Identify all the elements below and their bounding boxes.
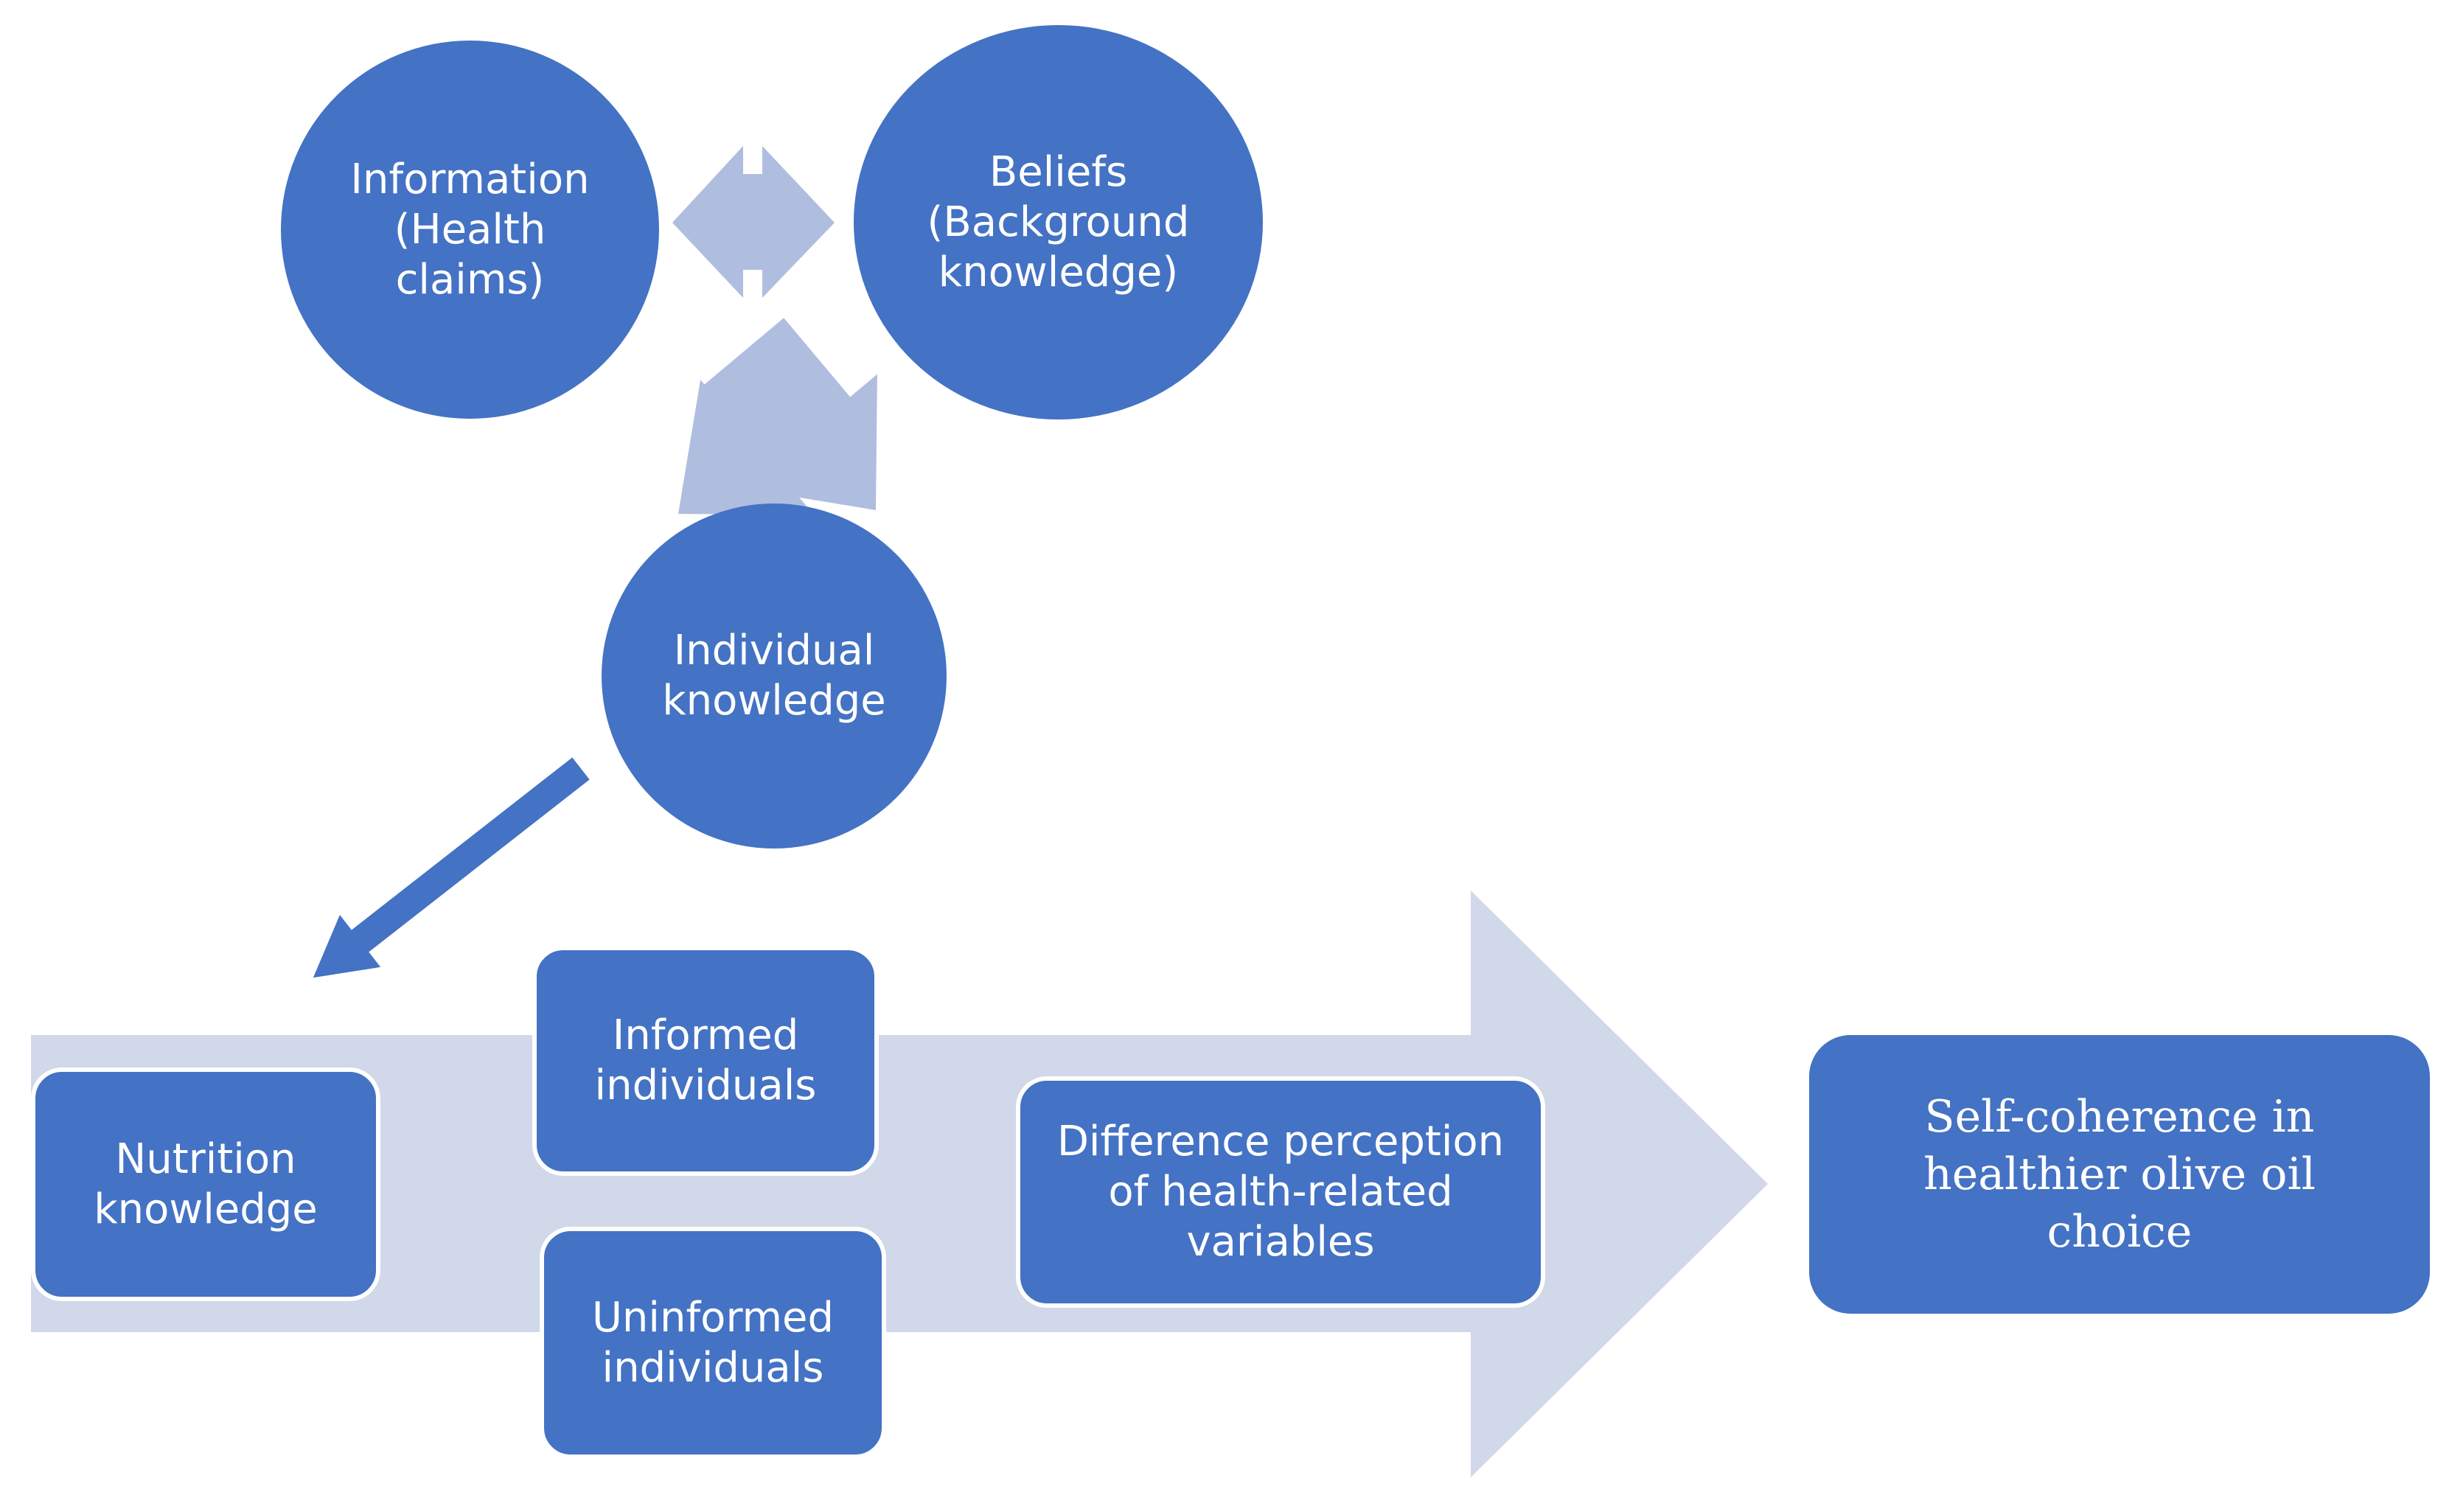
self-coherence-label: Self-coherence in healthier olive oil ch…	[1923, 1091, 2316, 1258]
individual-knowledge-label: Individual knowledge	[662, 627, 886, 725]
bidirectional-arrow	[672, 146, 835, 298]
uninformed-individuals-label: Uninformed individuals	[591, 1293, 835, 1392]
beliefs-circle: Beliefs (Background knowledge)	[854, 25, 1263, 419]
individual-knowledge-circle: Individual knowledge	[602, 504, 947, 849]
beliefs-label: Beliefs (Background knowledge)	[927, 147, 1190, 296]
information-label: Information (Health claims)	[350, 155, 590, 304]
difference-perception-label: Difference perception of health-related …	[1056, 1118, 1505, 1266]
arrow-beliefs-to-individual	[702, 318, 877, 510]
difference-perception-box: Difference perception of health-related …	[1016, 1076, 1545, 1308]
process-band-arrow	[31, 891, 1768, 1477]
self-coherence-box: Self-coherence in healthier olive oil ch…	[1809, 1035, 2430, 1314]
nutrition-knowledge-label: Nutrition knowledge	[94, 1135, 318, 1233]
information-circle: Information (Health claims)	[281, 41, 659, 419]
arrow-individual-to-nutrition	[306, 751, 596, 983]
nutrition-knowledge-box: Nutrition knowledge	[31, 1067, 380, 1301]
uninformed-individuals-box: Uninformed individuals	[540, 1227, 886, 1459]
informed-individuals-label: Informed individuals	[594, 1011, 817, 1109]
informed-individuals-box: Informed individuals	[532, 946, 879, 1176]
